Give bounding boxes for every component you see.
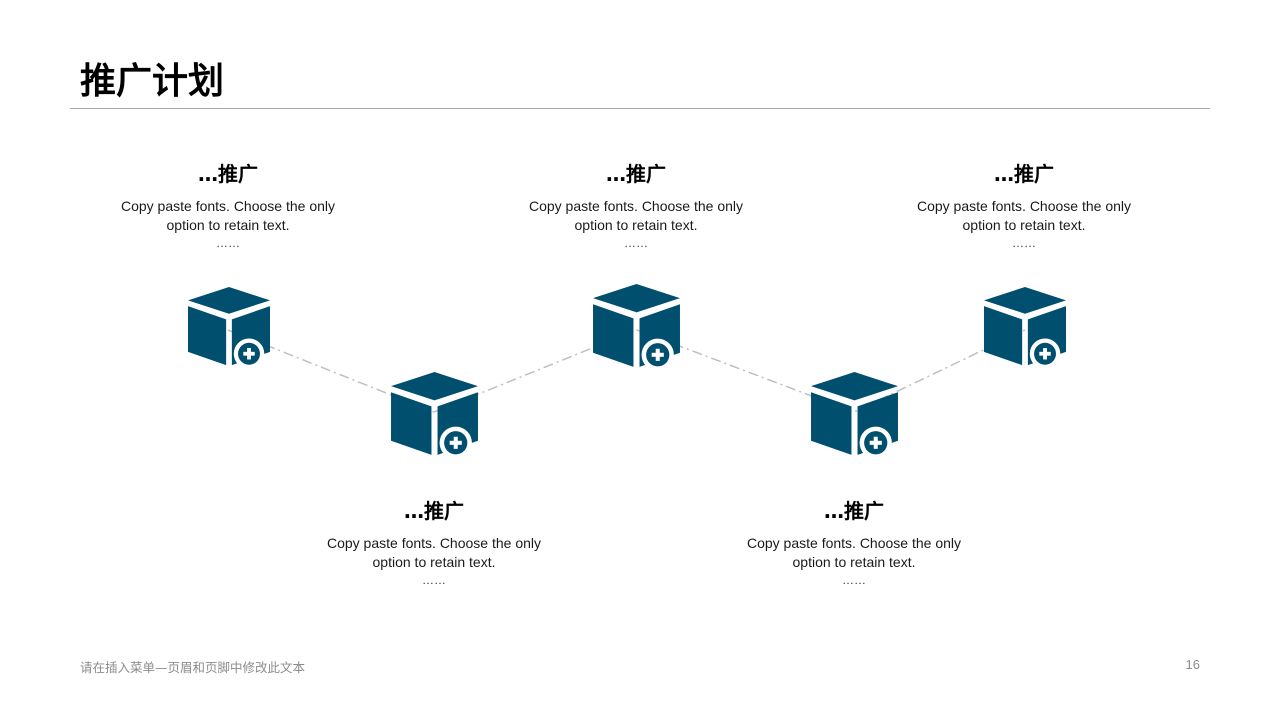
box-plus-icon [593, 284, 680, 371]
step-ellipsis: …… [624, 236, 648, 250]
page-number: 16 [1185, 657, 1200, 672]
step-heading: …推广 [404, 499, 464, 523]
step-heading: …推广 [824, 499, 884, 523]
step-description: Copy paste fonts. Choose the only option… [326, 535, 542, 570]
title-divider [70, 108, 1210, 109]
box-plus-icon [984, 287, 1066, 369]
step-heading: …推广 [198, 162, 258, 186]
step-ellipsis: …… [216, 236, 240, 250]
step-heading: …推广 [606, 162, 666, 186]
page-title: 推广计划 [80, 61, 225, 102]
footer-text: 请在插入菜单—页眉和页脚中修改此文本 [80, 660, 306, 675]
step-5-text: …推广 Copy paste fonts. Choose the only op… [904, 161, 1144, 251]
step-4-text: …推广 Copy paste fonts. Choose the only op… [734, 498, 974, 588]
step-description: Copy paste fonts. Choose the only option… [120, 198, 336, 233]
step-heading: …推广 [994, 162, 1054, 186]
step-2-text: …推广 Copy paste fonts. Choose the only op… [314, 498, 554, 588]
step-description: Copy paste fonts. Choose the only option… [746, 535, 962, 570]
step-ellipsis: …… [422, 573, 446, 587]
step-ellipsis: …… [842, 573, 866, 587]
step-description: Copy paste fonts. Choose the only option… [916, 198, 1132, 233]
step-ellipsis: …… [1012, 236, 1036, 250]
box-plus-icon [811, 372, 898, 459]
step-1-text: …推广 Copy paste fonts. Choose the only op… [108, 161, 348, 251]
box-plus-icon [188, 287, 270, 369]
box-plus-icon [391, 372, 478, 459]
step-3-text: …推广 Copy paste fonts. Choose the only op… [516, 161, 756, 251]
step-description: Copy paste fonts. Choose the only option… [528, 198, 744, 233]
